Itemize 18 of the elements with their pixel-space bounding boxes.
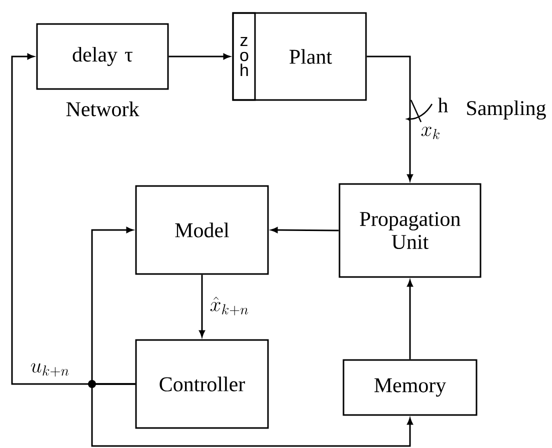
node-label: Network — [66, 102, 140, 116]
memory-box: Memory — [342, 359, 478, 416]
delay-box: delay τ — [36, 23, 169, 90]
arrow — [366, 56, 413, 181]
label: Sampling — [467, 100, 546, 120]
controller-box: Controller — [135, 339, 269, 429]
edge-label: $x_k$ — [420, 126, 442, 140]
arrow — [407, 280, 413, 360]
arrow — [271, 227, 339, 233]
propagation-unit-box: Propagation Unit — [338, 183, 482, 278]
label: h — [438, 98, 448, 112]
arrow — [91, 383, 413, 447]
model-box: Model — [135, 185, 269, 275]
zoh-box: z o h — [232, 12, 256, 101]
edge-label: $u_{k+n}$ — [29, 362, 71, 378]
arrow — [199, 274, 205, 337]
arrow — [168, 54, 230, 60]
edge-label: $\hat{x}_{k+n}$ — [208, 296, 250, 316]
